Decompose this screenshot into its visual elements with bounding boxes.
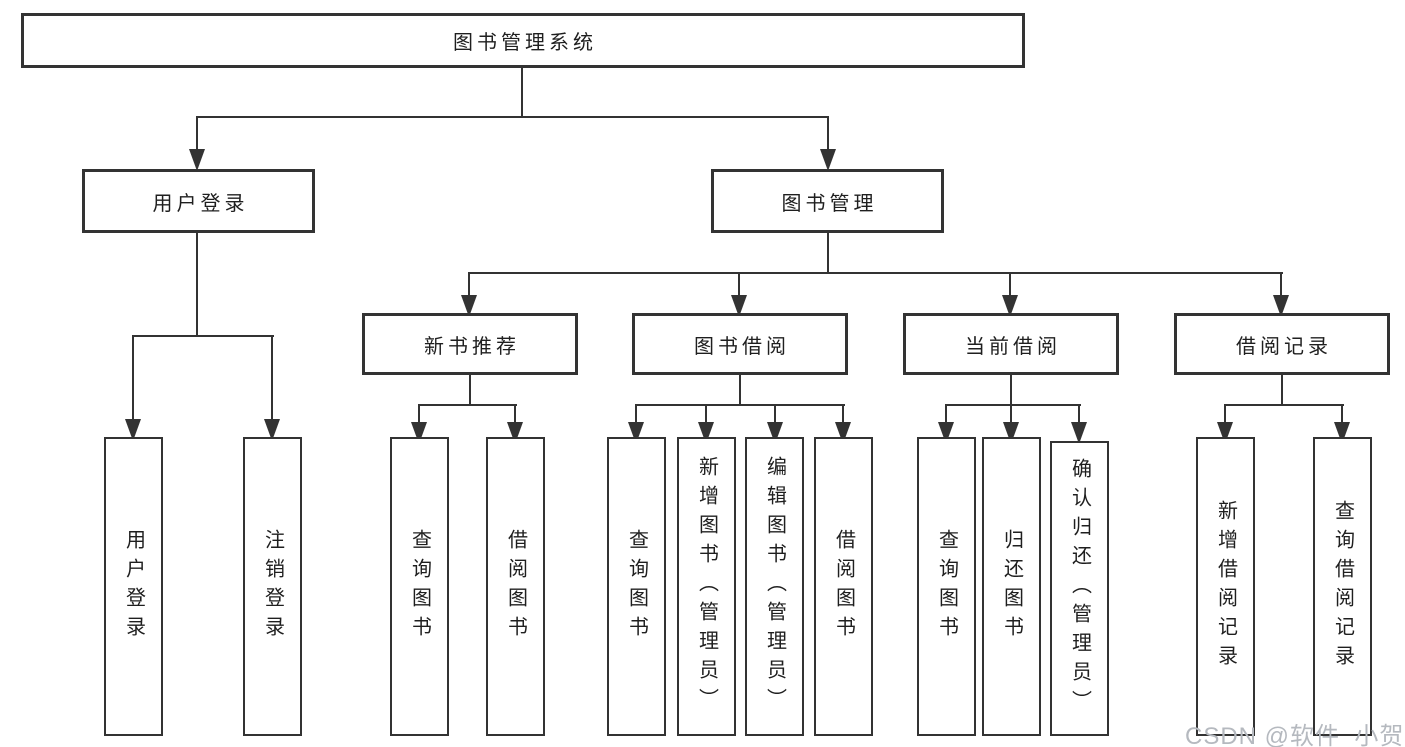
leaf-edit-book-admin: 编辑图书（管理员） xyxy=(745,437,804,736)
connector-line xyxy=(1010,404,1012,429)
connector-line xyxy=(196,233,198,337)
node-label: 查询图书 xyxy=(408,528,431,645)
connector-line xyxy=(271,335,273,430)
leaf-query-books-borrow: 查询图书 xyxy=(607,437,666,736)
connector-line xyxy=(1281,375,1283,406)
connector-line xyxy=(738,272,740,305)
leaf-borrow-books: 借阅图书 xyxy=(814,437,873,736)
arrow-down-icon xyxy=(461,295,477,317)
node-label: 新增借阅记录 xyxy=(1214,499,1237,674)
node-label: 用户登录 xyxy=(122,528,145,645)
leaf-user-login: 用户登录 xyxy=(104,437,163,736)
arrow-down-icon xyxy=(1071,422,1087,444)
node-label: 借阅图书 xyxy=(504,528,527,645)
connector-line xyxy=(196,116,829,118)
node-label: 注销登录 xyxy=(261,528,284,645)
connector-line xyxy=(1078,404,1080,429)
arrow-down-icon xyxy=(1273,295,1289,317)
connector-line xyxy=(468,272,1283,274)
node-label: 新书推荐 xyxy=(424,335,520,358)
node-label: 查询图书 xyxy=(935,528,958,645)
connector-line xyxy=(1010,375,1012,406)
arrow-down-icon xyxy=(189,149,205,171)
connector-line xyxy=(196,116,198,160)
node-new-book-recommend: 新书推荐 xyxy=(362,313,578,375)
arrow-down-icon xyxy=(1002,295,1018,317)
csdn-watermark: CSDN @软件_小贺同学 xyxy=(1185,723,1405,747)
connector-line xyxy=(635,404,845,406)
connector-line xyxy=(1224,404,1344,406)
connector-line xyxy=(1224,404,1226,429)
connector-line xyxy=(468,272,470,305)
connector-line xyxy=(132,335,274,337)
connector-line xyxy=(521,68,523,118)
node-current-borrow: 当前借阅 xyxy=(903,313,1119,375)
arrow-down-icon xyxy=(125,419,141,441)
leaf-borrow-books-recommend: 借阅图书 xyxy=(486,437,545,736)
arrow-down-icon xyxy=(264,419,280,441)
connector-line xyxy=(842,404,844,429)
connector-line xyxy=(945,404,1081,406)
connector-line xyxy=(945,404,947,429)
node-book-borrow: 图书借阅 xyxy=(632,313,848,375)
node-label: 借阅图书 xyxy=(832,528,855,645)
node-label: 当前借阅 xyxy=(965,335,1061,358)
leaf-add-book-admin: 新增图书（管理员） xyxy=(677,437,736,736)
connector-line xyxy=(635,404,637,429)
node-label: 查询图书 xyxy=(625,528,648,645)
connector-line xyxy=(827,116,829,160)
connector-line xyxy=(469,375,471,406)
leaf-return-book: 归还图书 xyxy=(982,437,1041,736)
node-library-system: 图书管理系统 xyxy=(21,13,1025,68)
connector-line xyxy=(514,404,516,429)
node-user-login: 用户登录 xyxy=(82,169,315,233)
node-label: 图书管理 xyxy=(781,192,878,215)
node-borrow-records: 借阅记录 xyxy=(1174,313,1390,375)
node-label: 借阅记录 xyxy=(1236,335,1332,358)
arrow-down-icon xyxy=(731,295,747,317)
connector-line xyxy=(739,375,741,406)
connector-line xyxy=(705,404,707,429)
connector-line xyxy=(1280,272,1282,305)
node-label: 编辑图书（管理员） xyxy=(763,456,786,717)
connector-line xyxy=(1341,404,1343,429)
leaf-add-borrow-record: 新增借阅记录 xyxy=(1196,437,1255,736)
node-label: 图书管理系统 xyxy=(453,32,597,54)
arrow-down-icon xyxy=(820,149,836,171)
node-label: 归还图书 xyxy=(1000,528,1023,645)
connector-line xyxy=(418,404,420,429)
node-label: 新增图书（管理员） xyxy=(695,456,718,717)
leaf-query-books-current: 查询图书 xyxy=(917,437,976,736)
leaf-query-borrow-record: 查询借阅记录 xyxy=(1313,437,1372,736)
leaf-logout: 注销登录 xyxy=(243,437,302,736)
leaf-confirm-return-admin: 确认归还（管理员） xyxy=(1050,441,1109,736)
node-label: 用户登录 xyxy=(152,192,249,215)
node-book-management: 图书管理 xyxy=(711,169,944,233)
node-label: 确认归还（管理员） xyxy=(1068,458,1091,719)
leaf-query-books-recommend: 查询图书 xyxy=(390,437,449,736)
connector-line xyxy=(1009,272,1011,305)
connector-line xyxy=(827,233,829,274)
connector-line xyxy=(132,335,134,430)
node-label: 查询借阅记录 xyxy=(1331,499,1354,674)
node-label: 图书借阅 xyxy=(694,335,790,358)
connector-line xyxy=(418,404,517,406)
connector-line xyxy=(774,404,776,429)
